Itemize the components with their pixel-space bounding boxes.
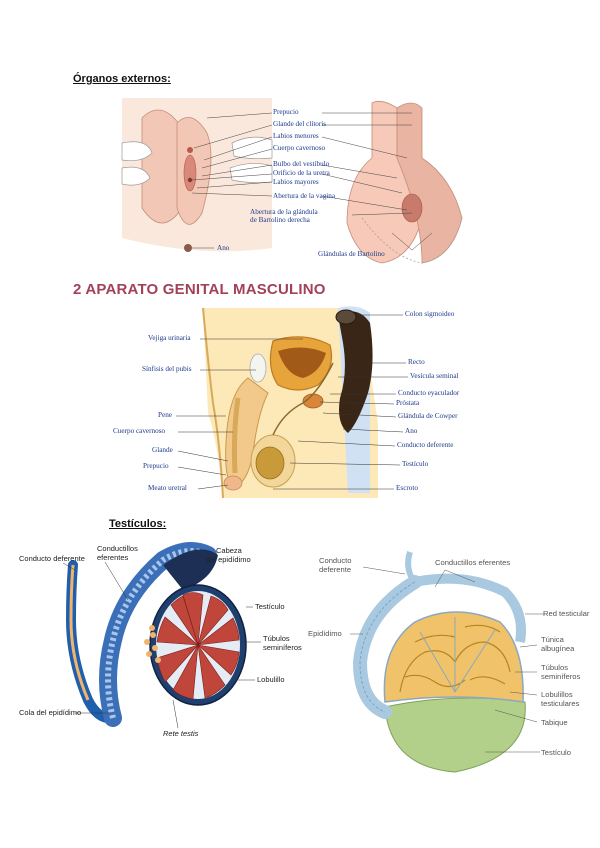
label-abertura-glandula: Abertura de la glándula xyxy=(250,208,318,216)
label-glandulas-bartolino: Glándulas de Bartolino xyxy=(318,250,385,258)
label-conducto-deferente-l: Conducto deferente xyxy=(19,554,85,563)
label-recto: Recto xyxy=(408,358,425,366)
label-deferente-r: deferente xyxy=(319,565,352,574)
label-vesicula-seminal: Vesícula seminal xyxy=(410,372,459,380)
label-orificio-uretra: Orificio de la uretra xyxy=(273,169,330,177)
label-lobulillos: Lobulillos xyxy=(541,690,573,699)
label-testiculo-l: Testículo xyxy=(255,602,285,611)
label-tubulos-l: Túbulos xyxy=(263,634,290,643)
testis-left-figure: Conducto deferente Conductillos eferente… xyxy=(13,540,303,740)
label-glande-clitoris: Glande del clítoris xyxy=(273,120,327,128)
section-title-male: 2 APARATO GENITAL MASCULINO xyxy=(73,281,326,298)
label-vejiga-urinaria: Vejiga urinaria xyxy=(148,334,191,342)
label-testiculo-m: Testículo xyxy=(402,460,429,468)
label-albuginea: albugínea xyxy=(541,644,575,653)
label-tabique: Tabique xyxy=(541,718,568,727)
external-organs-illustration xyxy=(121,98,463,264)
external-organs-figure: Prepucio Glande del clítoris Labios meno… xyxy=(121,98,480,266)
label-colon-sigmoideo: Colon sigmoideo xyxy=(405,310,455,318)
label-tubulos-r: Túbulos xyxy=(541,663,569,672)
label-testiculo-r: Testículo xyxy=(541,748,571,757)
label-conductillos-l: Conductillos xyxy=(97,544,138,553)
label-ano-f: Ano xyxy=(217,244,230,252)
label-seminiferos-l: seminíferos xyxy=(263,643,302,652)
label-prepucio-m: Prepucio xyxy=(143,462,169,470)
external-organs-heading: Órganos externos: xyxy=(73,73,171,85)
label-del-epididimo: del epidídimo xyxy=(206,555,251,564)
testis-right-illustration xyxy=(350,551,545,773)
label-conducto-r: Conducto xyxy=(319,556,352,565)
label-conductillos-eferentes-r: Conductillos eferentes xyxy=(435,558,511,567)
label-tunica: Túnica xyxy=(541,635,564,644)
male-system-illustration xyxy=(176,306,408,499)
label-epididimo-r: Epidídimo xyxy=(308,629,342,638)
testis-left-illustration xyxy=(62,542,261,729)
label-sinfisis-pubis: Sínfisis del pubis xyxy=(142,365,192,373)
label-conducto-deferente-m: Conducto deferente xyxy=(397,441,454,449)
label-cuerpo-cavernoso-f: Cuerpo cavernoso xyxy=(273,144,326,152)
label-lobulillo: Lobulillo xyxy=(257,675,285,684)
label-seminiferos-r: seminíferos xyxy=(541,672,581,681)
label-glandula-cowper: Glándula de Cowper xyxy=(398,412,458,420)
label-cola-epididimo: Cola del epidídimo xyxy=(19,708,82,717)
label-conducto-eyaculador: Conducto eyaculador xyxy=(398,389,460,397)
label-glande: Glande xyxy=(152,446,173,454)
label-ano-m: Ano xyxy=(405,427,418,435)
label-cabeza: Cabeza xyxy=(216,546,242,555)
label-bulbo-vestibulo: Bulbo del vestíbulo xyxy=(273,160,330,168)
label-prostata: Próstata xyxy=(396,399,420,407)
testis-right-figure: Conducto deferente Conductillos eferente… xyxy=(305,551,597,780)
label-labios-menores: Labios menores xyxy=(273,132,319,140)
label-red-testicular: Red testicular xyxy=(543,609,590,618)
male-system-figure: Vejiga urinaria Sínfisis del pubis Pene … xyxy=(108,303,488,499)
label-rete-testis: Rete testis xyxy=(163,729,199,738)
label-eferentes-l: eferentes xyxy=(97,553,129,562)
label-prepucio-f: Prepucio xyxy=(273,108,299,116)
label-labios-mayores: Labios mayores xyxy=(273,178,319,186)
label-meato-uretral: Meato uretral xyxy=(148,484,187,492)
label-testiculares: testiculares xyxy=(541,699,580,708)
label-escroto: Escroto xyxy=(396,484,418,492)
label-bartolino-derecha: de Bartolino derecha xyxy=(250,216,310,224)
label-pene: Pene xyxy=(158,411,172,419)
testicles-heading: Testículos: xyxy=(109,518,167,530)
label-abertura-vagina: Abertura de la vagina xyxy=(273,192,336,200)
label-cuerpo-cavernoso-m: Cuerpo cavernoso xyxy=(113,427,166,435)
